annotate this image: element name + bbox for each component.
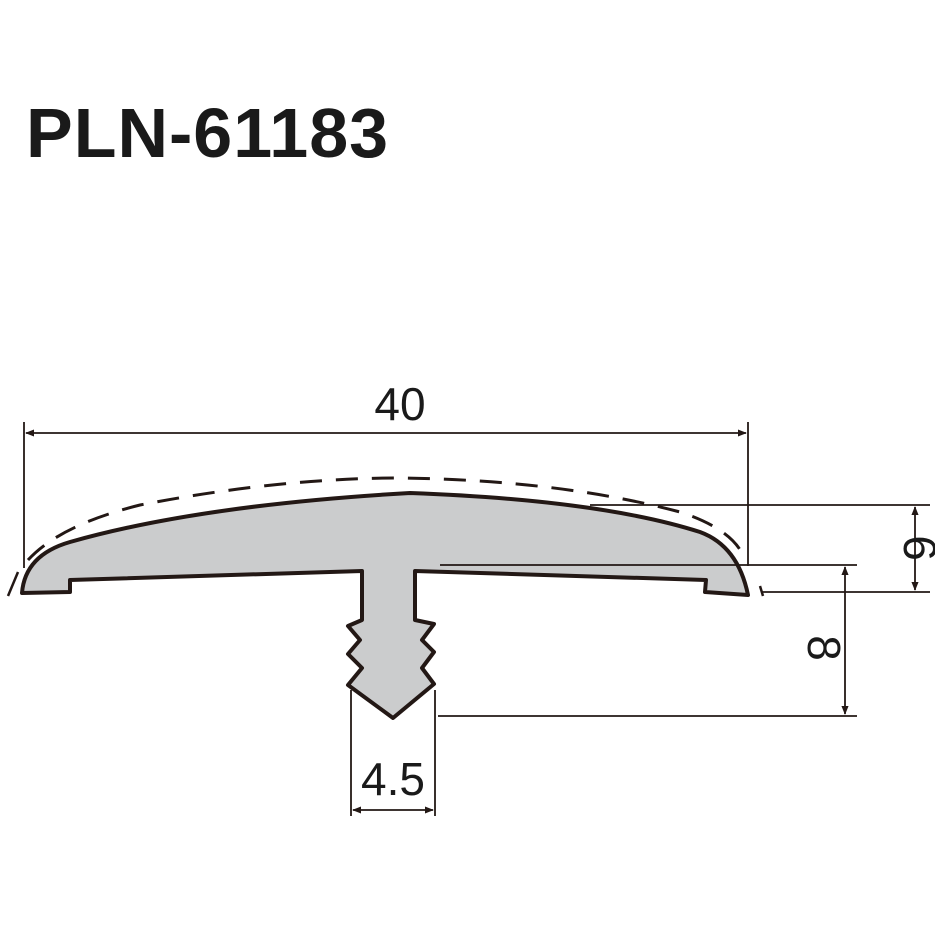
stem-width-dimension-label: 4.5: [361, 753, 425, 805]
height-dimension-label: 6: [894, 535, 935, 561]
t-profile-shape: [20, 491, 750, 720]
product-code-title: PLN-61183: [26, 94, 390, 172]
stem-dimension-label: 8: [798, 635, 850, 661]
width-dimension-label: 40: [374, 378, 425, 430]
left-end-tick: [6, 571, 20, 597]
right-end-tick: [758, 585, 765, 597]
